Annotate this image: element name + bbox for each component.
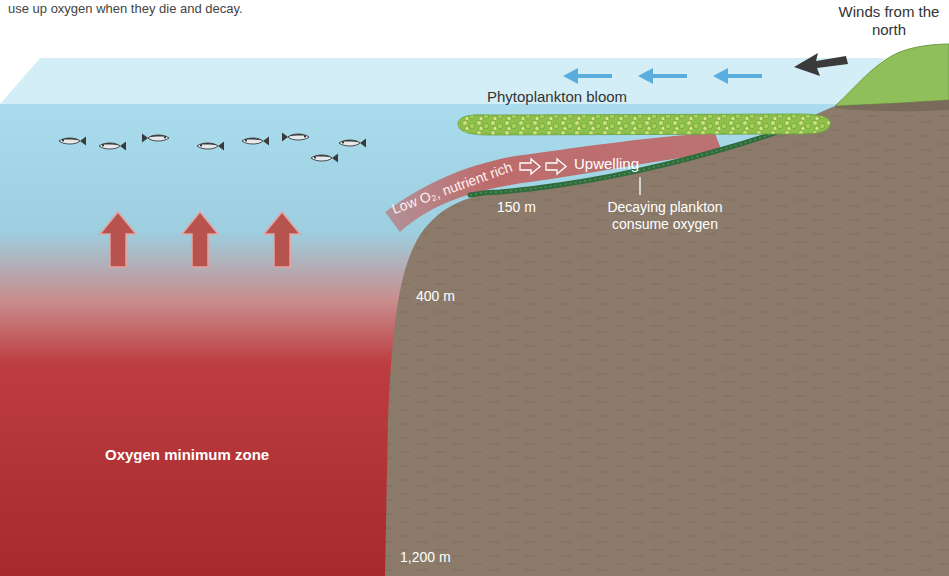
fish: [282, 133, 309, 142]
water-surface: [0, 58, 885, 106]
fish: [59, 137, 86, 146]
wind-label: Winds from the north: [835, 3, 943, 38]
coastal-land: [835, 44, 949, 106]
rising-arrow: [100, 212, 136, 267]
fish-school: [59, 133, 366, 163]
fish: [339, 139, 366, 148]
rising-arrows: [100, 212, 300, 267]
fish: [99, 142, 126, 151]
water-mass-label: Low O₂, nutrient rich: [390, 159, 515, 218]
zone-label: Oxygen minimum zone: [105, 446, 269, 464]
upwelling-arrow: [546, 159, 566, 174]
seabed-shelf: [385, 98, 949, 576]
upwelling-arrow: [520, 159, 540, 174]
current-arrow-shaft: [576, 74, 612, 78]
rising-arrow: [264, 212, 300, 267]
depth-label: 400 m: [416, 288, 455, 305]
callout-label: Decaying plankton consume oxygen: [595, 199, 735, 232]
upwelling-label: Upwelling: [574, 155, 639, 173]
fish: [197, 142, 224, 151]
surface-current-arrows: [563, 68, 762, 84]
caption-fragment: use up oxygen when they die and decay.: [8, 1, 243, 16]
fish: [142, 134, 169, 143]
depth-label: 1,200 m: [400, 549, 451, 566]
current-arrow-head: [563, 68, 578, 84]
rising-arrow: [182, 212, 218, 267]
coastal-land-edge: [835, 100, 949, 111]
current-arrow-head: [638, 68, 653, 84]
leader-line: [639, 177, 640, 195]
current-arrow-shaft: [651, 74, 687, 78]
fish: [242, 137, 269, 146]
bloom-label: Phytoplankton bloom: [487, 88, 627, 106]
wind-arrow: [794, 53, 848, 76]
depth-label: 150 m: [497, 199, 536, 216]
current-arrow-head: [713, 68, 728, 84]
current-arrow-shaft: [726, 74, 762, 78]
fish: [311, 154, 338, 163]
phytoplankton-bloom: [458, 114, 830, 135]
